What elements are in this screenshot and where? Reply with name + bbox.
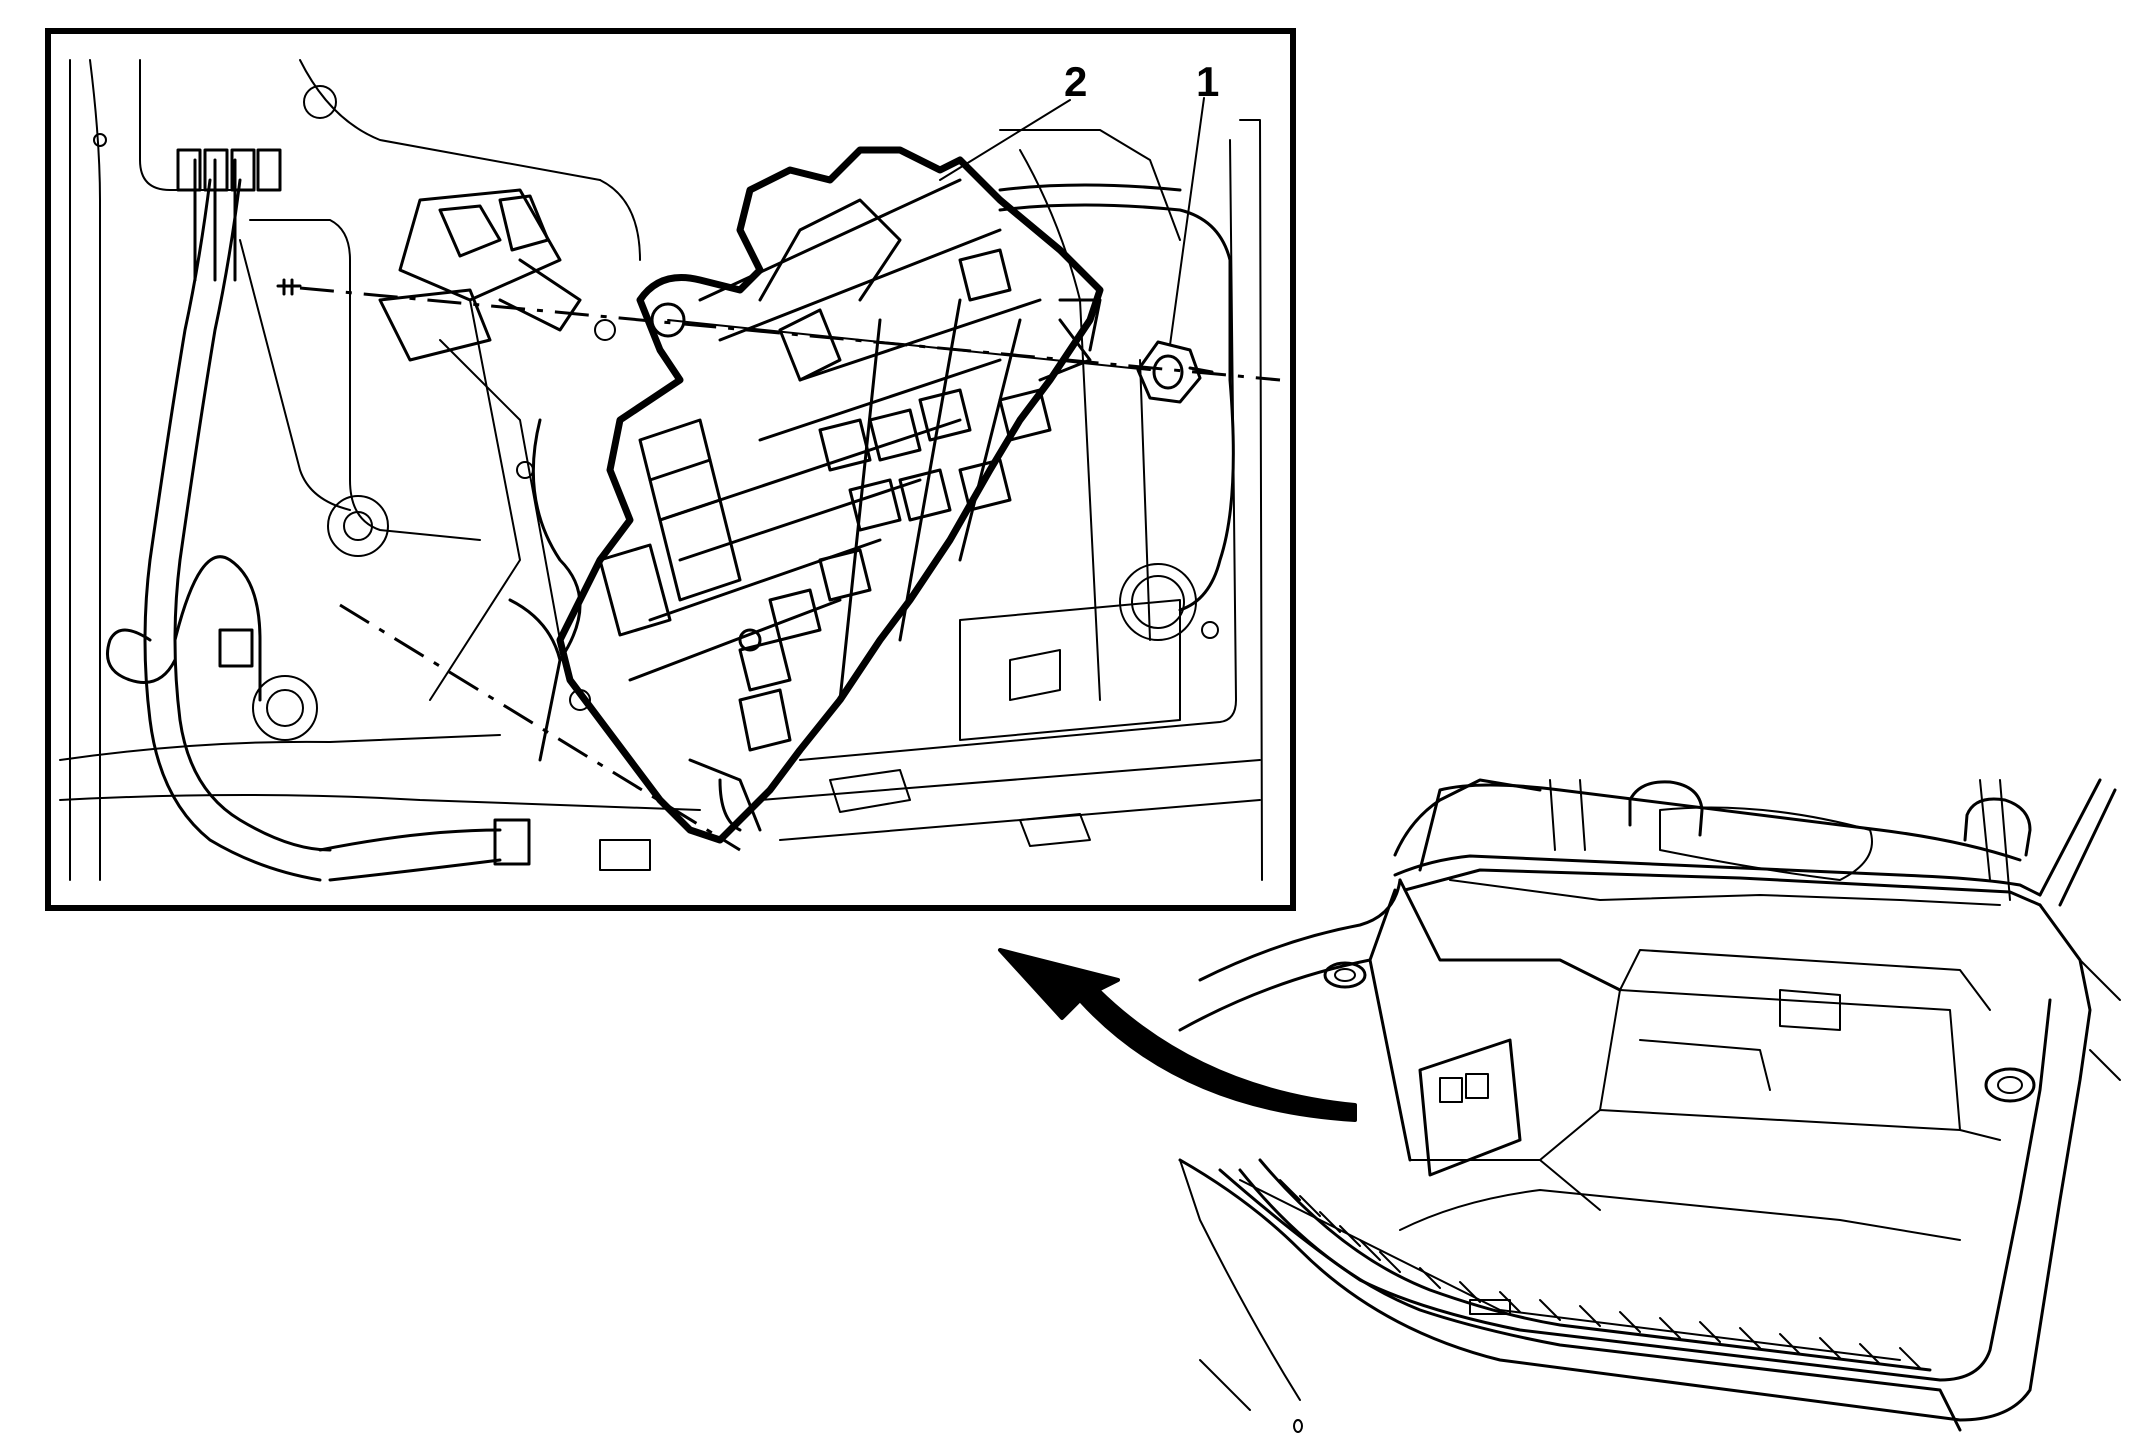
nut-fastener bbox=[1136, 340, 1214, 404]
leader-line-2 bbox=[939, 99, 1071, 181]
wiring-harness-left bbox=[106, 148, 531, 882]
connector-cluster bbox=[378, 188, 582, 362]
grommets bbox=[93, 85, 1219, 741]
callout-2: 2 bbox=[1064, 58, 1087, 105]
lower-centerline bbox=[339, 603, 741, 852]
curved-arrow-icon bbox=[998, 948, 1357, 1122]
fuse-block-module bbox=[556, 146, 1104, 844]
vehicle-trunk-overview bbox=[1178, 778, 2121, 1433]
detail-inset: 1 2 bbox=[45, 28, 1296, 911]
stud-fastener bbox=[276, 278, 302, 296]
install-centerline-solid bbox=[667, 319, 1151, 371]
leader-line-1 bbox=[1169, 97, 1205, 346]
wiring-harness-right bbox=[508, 183, 1235, 762]
background-panel bbox=[59, 59, 1263, 881]
callout-1: 1 bbox=[1196, 58, 1219, 105]
